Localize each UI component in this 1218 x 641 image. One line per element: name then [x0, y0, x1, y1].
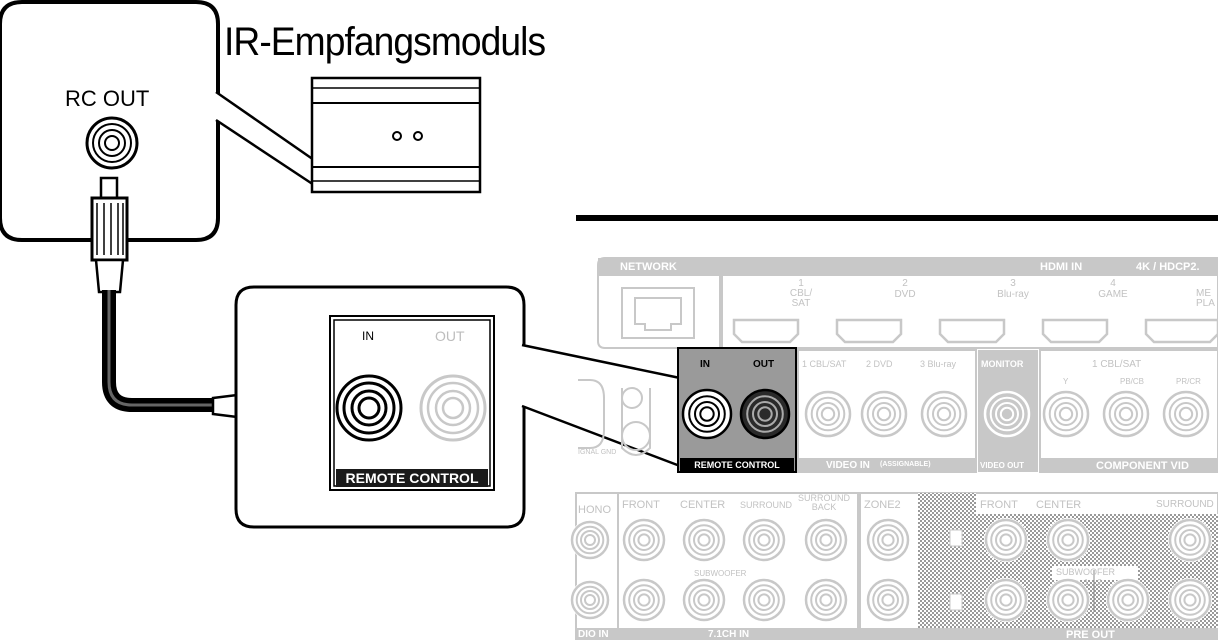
network-port-icon	[621, 287, 695, 339]
hdmi-port-icon	[732, 318, 1218, 344]
phono-l-jack-icon	[570, 520, 610, 560]
pre-center-jack-icon	[1046, 518, 1090, 562]
center-jack-icon	[682, 518, 726, 562]
component-video-label: COMPONENT VID	[1096, 460, 1189, 472]
ir-callout	[215, 90, 315, 187]
panel-rc-in-label: IN	[700, 359, 710, 370]
component-pb-label: PB/CB	[1120, 377, 1145, 386]
ch-in-label: 7.1CH IN	[708, 629, 750, 640]
ir-led-icon	[392, 131, 402, 141]
component-y-label: Y	[1063, 377, 1069, 386]
surround-r-jack-icon	[742, 578, 786, 622]
hdmi-3-name: Blu-ray	[997, 289, 1029, 300]
rc-out-jack-icon	[85, 116, 139, 170]
surround-back-r-jack-icon	[804, 578, 848, 622]
zone2-l-jack-icon	[866, 518, 910, 562]
pre-surround-r-jack-icon	[1168, 578, 1212, 622]
surround-label: SURROUND	[740, 500, 793, 510]
surround-back-label: SURROUND BACK	[797, 493, 850, 512]
assignable-label: (ASSIGNABLE)	[880, 461, 931, 468]
video-in-1-jack-icon	[804, 390, 852, 438]
monitor-label: MONITOR	[981, 359, 1024, 369]
zoom-in-jack-icon	[335, 374, 403, 442]
zoom-out-jack-icon	[419, 374, 487, 442]
center-label: CENTER	[680, 499, 726, 511]
video-in-2-jack-icon	[860, 390, 908, 438]
zoom-remote-control-label: REMOTE CONTROL	[336, 469, 488, 487]
component-pb-jack-icon	[1102, 390, 1150, 438]
hdmi-2-num: 2	[902, 278, 908, 289]
ir-module-title: IR-Empfangsmoduls	[224, 20, 546, 64]
zoom-out-label: OUT	[435, 328, 465, 344]
panel-remote-control-label: REMOTE CONTROL	[694, 460, 780, 470]
video-out-label: VIDEO OUT	[980, 461, 1025, 470]
pre-center-label: CENTER	[1036, 499, 1082, 511]
hdmi-4-num: 4	[1110, 278, 1116, 289]
cable	[102, 290, 215, 412]
front-r-jack-icon	[622, 578, 666, 622]
pre-surround-l-jack-icon	[1168, 518, 1212, 562]
sub-numbers-label: 1 2	[1084, 578, 1102, 587]
pre-out-label: PRE OUT	[1066, 629, 1115, 641]
hdmi-5-name: ME PLA	[1196, 288, 1215, 309]
zone2-r-jack-icon	[866, 578, 910, 622]
video-in-3-jack-icon	[920, 390, 968, 438]
component-y-jack-icon	[1042, 390, 1090, 438]
monitor-out-jack-icon	[983, 390, 1031, 438]
surround-l-jack-icon	[742, 518, 786, 562]
hdmi-1-name: CBL/ SAT	[789, 288, 813, 309]
pre-front-l-jack-icon	[984, 518, 1028, 562]
pre-front-r-jack-icon	[984, 578, 1028, 622]
component-pr-label: PR/CR	[1176, 377, 1201, 386]
pre-subwoofer-label: SUBWOOFER	[1056, 567, 1116, 577]
panel-rc-out-jack-icon	[739, 388, 791, 440]
component-pr-jack-icon	[1162, 390, 1210, 438]
phono-r-jack-icon	[570, 580, 610, 620]
hdmi-1-num: 1	[798, 278, 804, 289]
video-in-2-label: 2 DVD	[866, 359, 893, 369]
signal-gnd-label: IGNAL GND	[578, 449, 617, 456]
panel-callout	[521, 343, 681, 468]
subwoofer-label: SUBWOOFER	[694, 569, 747, 578]
network-label: NETWORK	[620, 261, 677, 273]
video-in-1-label: 1 CBL/SAT	[802, 359, 847, 369]
hdcp-label: 4K / HDCP2.	[1136, 261, 1200, 273]
panel-rc-out-label: OUT	[753, 359, 775, 370]
external-device	[0, 0, 220, 242]
rca-plug-vertical-icon	[90, 176, 129, 294]
hdmi-4-name: GAME	[1098, 289, 1128, 300]
hdmi-2-name: DVD	[894, 289, 916, 300]
hdmi-in-label: HDMI IN	[1040, 261, 1083, 273]
video-in-label: VIDEO IN	[826, 460, 870, 471]
audio-in-label: DIO IN	[578, 629, 609, 640]
hdmi-3-num: 3	[1010, 278, 1016, 289]
phono-label: HONO	[578, 504, 611, 516]
zone2-label: ZONE2	[864, 499, 901, 511]
rc-out-label: RC OUT	[65, 86, 150, 111]
video-in-3-label: 3 Blu-ray	[920, 359, 957, 369]
panel-rc-in-jack-icon	[681, 388, 733, 440]
surround-back-l-jack-icon	[804, 518, 848, 562]
pre-surround-label: SURROUND	[1156, 499, 1214, 510]
subwoofer-jack-icon	[682, 578, 726, 622]
pre-sub1-jack-icon	[1046, 578, 1090, 622]
front-l-jack-icon	[622, 518, 666, 562]
pre-sub2-jack-icon	[1106, 578, 1150, 622]
pre-front-label: FRONT	[980, 499, 1018, 511]
front-label: FRONT	[622, 499, 660, 511]
component-header: 1 CBL/SAT	[1092, 359, 1142, 370]
ir-receiver-module	[310, 76, 482, 194]
zoom-in-label: IN	[362, 329, 374, 343]
